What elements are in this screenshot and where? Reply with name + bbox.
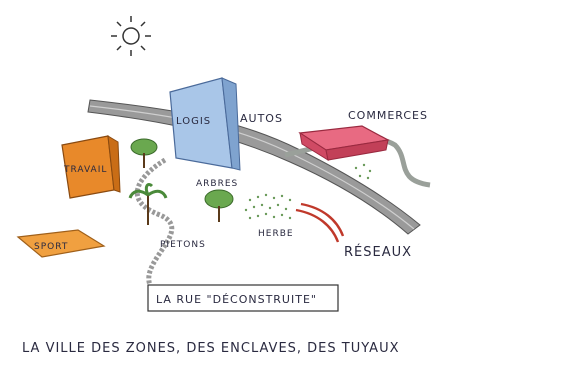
tree-icon xyxy=(204,189,234,222)
label-autos: AUTOS xyxy=(240,112,283,125)
label-travail: TRAVAIL xyxy=(63,165,107,175)
travail-building xyxy=(61,135,121,199)
reseaux-pipes xyxy=(295,202,345,243)
label-herbe: HERBE xyxy=(258,229,294,239)
caption-box-frame xyxy=(147,284,339,312)
pedestrian-path xyxy=(134,157,175,286)
label-reseaux: RÉSEAUX xyxy=(344,244,412,260)
herbe-area xyxy=(244,163,372,220)
caption-line: LA VILLE DES ZONES, DES ENCLAVES, DES TU… xyxy=(22,341,400,356)
caption-box-text: LA RUE "DÉCONSTRUITE" xyxy=(156,293,317,306)
label-commerces: COMMERCES xyxy=(348,109,428,122)
tree-icon xyxy=(130,138,158,168)
commerces-building xyxy=(298,125,390,162)
sun-icon xyxy=(111,16,151,56)
label-sport: SPORT xyxy=(34,242,68,252)
logis-building xyxy=(169,77,241,171)
palm-tree-icon xyxy=(128,182,168,225)
sport-field xyxy=(16,229,106,258)
label-arbres: ARBRES xyxy=(196,179,238,189)
label-pietons: PIETONS xyxy=(160,240,206,250)
label-logis: LOGIS xyxy=(176,116,211,127)
